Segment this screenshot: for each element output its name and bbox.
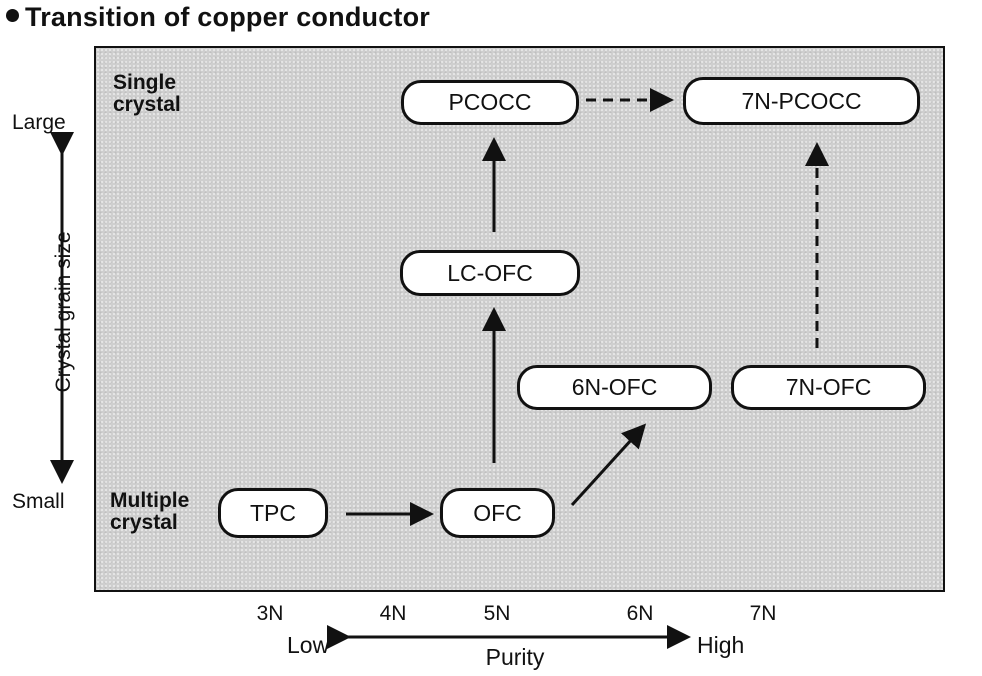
node-lc-ofc: LC-OFC bbox=[400, 250, 580, 296]
x-tick-5n: 5N bbox=[483, 602, 511, 625]
x-tick-4n: 4N bbox=[379, 602, 407, 625]
node-tpc: TPC bbox=[218, 488, 328, 538]
single-crystal-label: Single crystal bbox=[113, 71, 181, 116]
title-text: Transition of copper conductor bbox=[25, 2, 431, 32]
y-axis-small-label: Small bbox=[12, 490, 65, 513]
node-7n-ofc: 7N-OFC bbox=[731, 365, 926, 410]
node-7n-pcocc: 7N-PCOCC bbox=[683, 77, 920, 125]
node-6n-ofc: 6N-OFC bbox=[517, 365, 712, 410]
y-axis-large-label: Large bbox=[12, 111, 66, 134]
x-axis-low-label: Low bbox=[287, 632, 330, 658]
x-axis-high-label: High bbox=[697, 632, 745, 658]
arrow-ofc-6nofc bbox=[570, 423, 647, 507]
page-title: Transition of copper conductor bbox=[6, 2, 430, 33]
multiple-crystal-label: Multiple crystal bbox=[110, 489, 190, 534]
node-ofc: OFC bbox=[440, 488, 555, 538]
bullet-icon bbox=[6, 9, 19, 23]
x-tick-6n: 6N bbox=[626, 602, 654, 625]
x-tick-7n: 7N bbox=[749, 602, 777, 625]
node-pcocc: PCOCC bbox=[401, 80, 579, 125]
x-tick-3n: 3N bbox=[256, 602, 284, 625]
